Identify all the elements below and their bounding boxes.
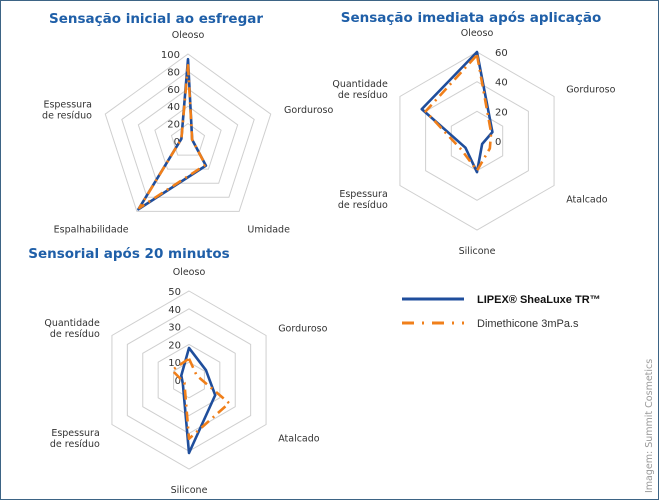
axis-label: Gorduroso xyxy=(566,85,615,96)
tick-label: 40 xyxy=(168,305,181,316)
legend: LIPEX® SheaLuxe TR™ Dimethicone 3mPa.s xyxy=(402,294,601,330)
axis-label-line: de resíduo xyxy=(338,200,388,211)
grid-ring xyxy=(126,308,252,452)
grid-ring xyxy=(104,53,272,212)
axis-label-line: Atalcado xyxy=(278,434,320,445)
axis-label-line: Umidade xyxy=(247,225,290,236)
tick-label: 0 xyxy=(175,376,181,387)
axis-label-line: Quantidade xyxy=(44,318,100,329)
grid-ring xyxy=(121,70,255,198)
axis-label-line: Espessura xyxy=(51,428,99,439)
axis-label: Gorduroso xyxy=(284,105,333,116)
axis-label: Oleoso xyxy=(461,28,494,39)
radar-chart-2: Sensação imediata após aplicação 0 20 40 60O… xyxy=(332,10,615,257)
tick-label: 10 xyxy=(168,358,181,369)
axis-label: Oleoso xyxy=(172,30,205,41)
axis-label-line: Gorduroso xyxy=(278,324,327,335)
axis-label: Atalcado xyxy=(278,434,320,445)
tick-label: 20 xyxy=(168,340,181,351)
series-lipex-line xyxy=(137,57,208,211)
tick-label: 20 xyxy=(167,120,180,131)
grid-ring xyxy=(111,290,267,470)
grid-ring xyxy=(142,326,236,434)
tick-label: 20 xyxy=(495,107,508,118)
grid-ring xyxy=(399,51,555,231)
grid-ring xyxy=(425,81,529,201)
tick-label: 50 xyxy=(168,287,181,298)
axis-label-line: Oleoso xyxy=(173,267,206,278)
axis-label-line: Espessura xyxy=(339,189,387,200)
axis-label-line: Gorduroso xyxy=(284,105,333,116)
grid-ring xyxy=(154,105,222,170)
chart-title: Sensação inicial ao esfregar xyxy=(49,11,263,27)
legend-label-dimethicone: Dimethicone 3mPa.s xyxy=(477,318,579,330)
radar-chart-3: Sensorial após 20 minutos 0 10 20 30 40 50 Oleo… xyxy=(28,246,327,496)
axis-label: Atalcado xyxy=(566,195,608,206)
axis-label-line: Quantidade xyxy=(332,79,388,90)
chart-title: Sensação imediata após aplicação xyxy=(341,10,602,26)
axis-label-line: Oleoso xyxy=(461,28,494,39)
legend-label-lipex: LIPEX® SheaLuxe TR™ xyxy=(477,294,601,306)
tick-label: 60 xyxy=(167,85,180,96)
series-dimethicone-line xyxy=(424,53,493,172)
axis-label-line: Espessura xyxy=(43,99,91,110)
chart-title: Sensorial após 20 minutos xyxy=(28,246,229,262)
grid-ring xyxy=(173,361,205,399)
grid-ring xyxy=(157,343,221,417)
tick-label: 80 xyxy=(167,67,180,78)
axis-label-line: Gorduroso xyxy=(566,85,615,96)
axis-label: Gorduroso xyxy=(278,324,327,335)
axis-label: Umidade xyxy=(247,225,290,236)
axis-label-line: Espalhabilidade xyxy=(54,225,129,236)
axis-label-line: Atalcado xyxy=(566,195,608,206)
image-credit: Imagem: Summit Cosmetics xyxy=(644,359,655,493)
axis-label-line: Silicone xyxy=(171,485,208,496)
tick-label: 30 xyxy=(168,323,181,334)
axis-label-line: Silicone xyxy=(459,246,496,257)
axis-label-line: Oleoso xyxy=(172,30,205,41)
tick-label: 0 xyxy=(495,137,501,148)
grid-ring xyxy=(170,122,206,156)
tick-label: 60 xyxy=(495,48,508,59)
radar-chart-1: Sensação inicial ao esfregar 0 20 40 60 80 100… xyxy=(42,11,333,236)
axis-label: Silicone xyxy=(459,246,496,257)
series-lipex-line xyxy=(420,50,494,174)
tick-label: 0 xyxy=(174,137,180,148)
grid-ring xyxy=(137,88,239,184)
axis-label: Oleoso xyxy=(173,267,206,278)
axis-label-line: de resíduo xyxy=(42,110,92,121)
series-lipex-line xyxy=(179,346,217,455)
tick-label: 40 xyxy=(495,78,508,89)
tick-label: 40 xyxy=(167,102,180,113)
axis-label-line: de resíduo xyxy=(50,329,100,340)
axis-label-line: de resíduo xyxy=(50,439,100,450)
axis-label: Silicone xyxy=(171,485,208,496)
tick-label: 100 xyxy=(161,50,180,61)
axis-label: Espalhabilidade xyxy=(54,225,129,236)
series-dimethicone-line xyxy=(170,357,231,441)
axis-label-line: de resíduo xyxy=(338,90,388,101)
